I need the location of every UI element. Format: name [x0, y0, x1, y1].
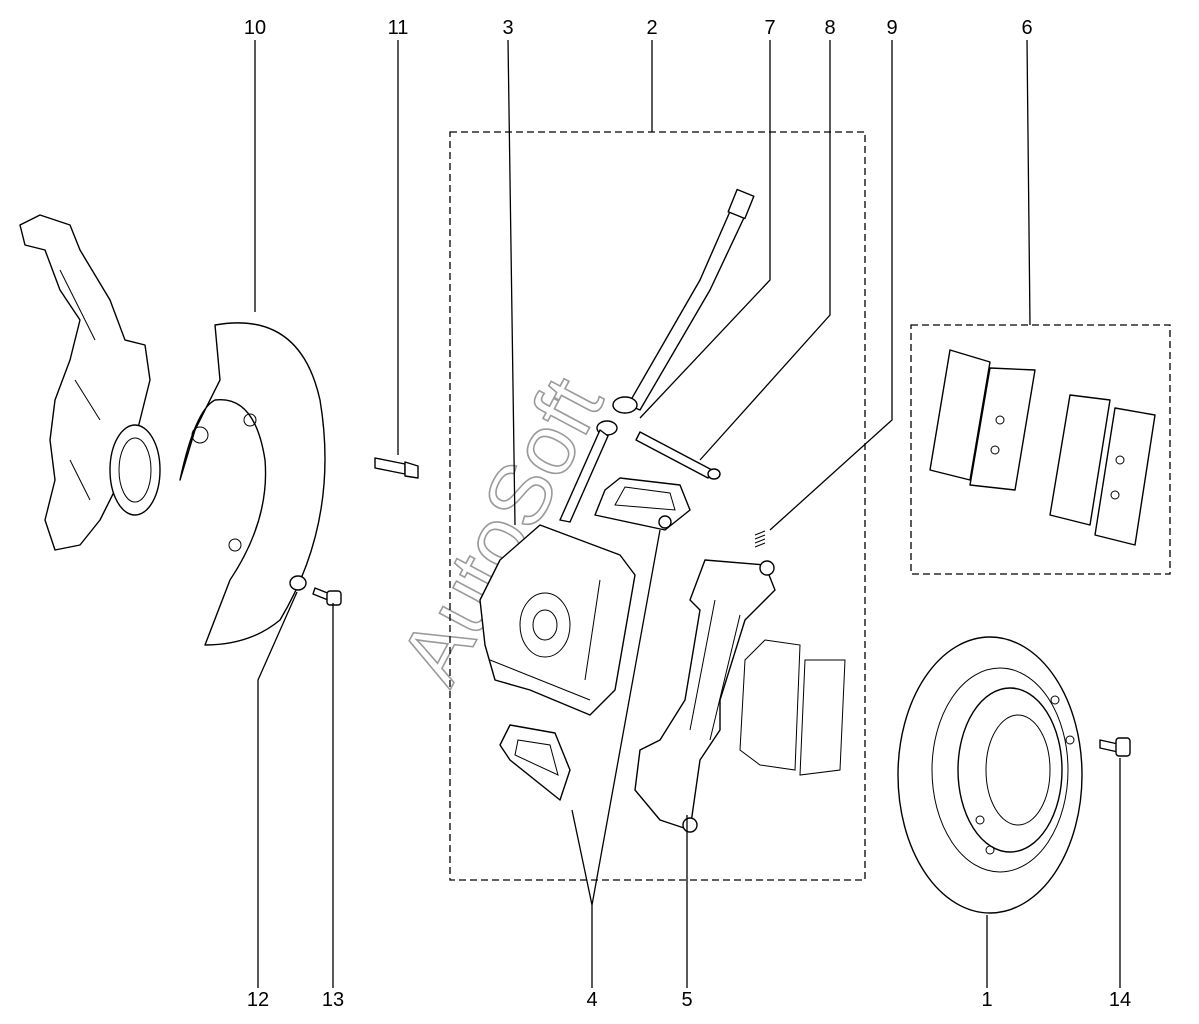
caliper-bracket	[634, 559, 776, 833]
callout-1: 1	[981, 989, 992, 1011]
bolt-11	[374, 457, 419, 479]
callout-14: 14	[1109, 989, 1131, 1011]
caliper-seal-upper	[594, 477, 691, 531]
caliper-assembly-group-box	[449, 131, 866, 881]
washer-12	[289, 575, 307, 591]
callout-13: 13	[322, 989, 344, 1011]
pad-set	[929, 349, 1156, 546]
callout-9: 9	[886, 17, 897, 39]
callout-8: 8	[824, 17, 835, 39]
callout-4: 4	[586, 989, 597, 1011]
steering-knuckle	[19, 214, 161, 551]
callout-2: 2	[646, 17, 657, 39]
brake-dust-shield	[179, 322, 326, 646]
bolt-14	[1099, 737, 1131, 757]
callout-7: 7	[764, 17, 775, 39]
guide-pin-8	[635, 431, 721, 480]
brake-disc	[897, 636, 1083, 914]
caliper-body	[479, 524, 636, 716]
callout-3: 3	[502, 17, 513, 39]
screw-13	[312, 587, 342, 606]
callout-6: 6	[1021, 17, 1032, 39]
spring-9	[754, 530, 766, 548]
brake-pads-assembly	[739, 639, 846, 776]
pad-set-group-box	[910, 324, 1171, 575]
callout-11: 11	[388, 17, 409, 39]
leader-lines	[254, 39, 1121, 988]
callout-10: 10	[244, 17, 266, 39]
callout-5: 5	[681, 989, 692, 1011]
brake-hose	[559, 188, 755, 523]
caliper-seal-lower	[499, 724, 571, 801]
callout-12: 12	[247, 989, 269, 1011]
